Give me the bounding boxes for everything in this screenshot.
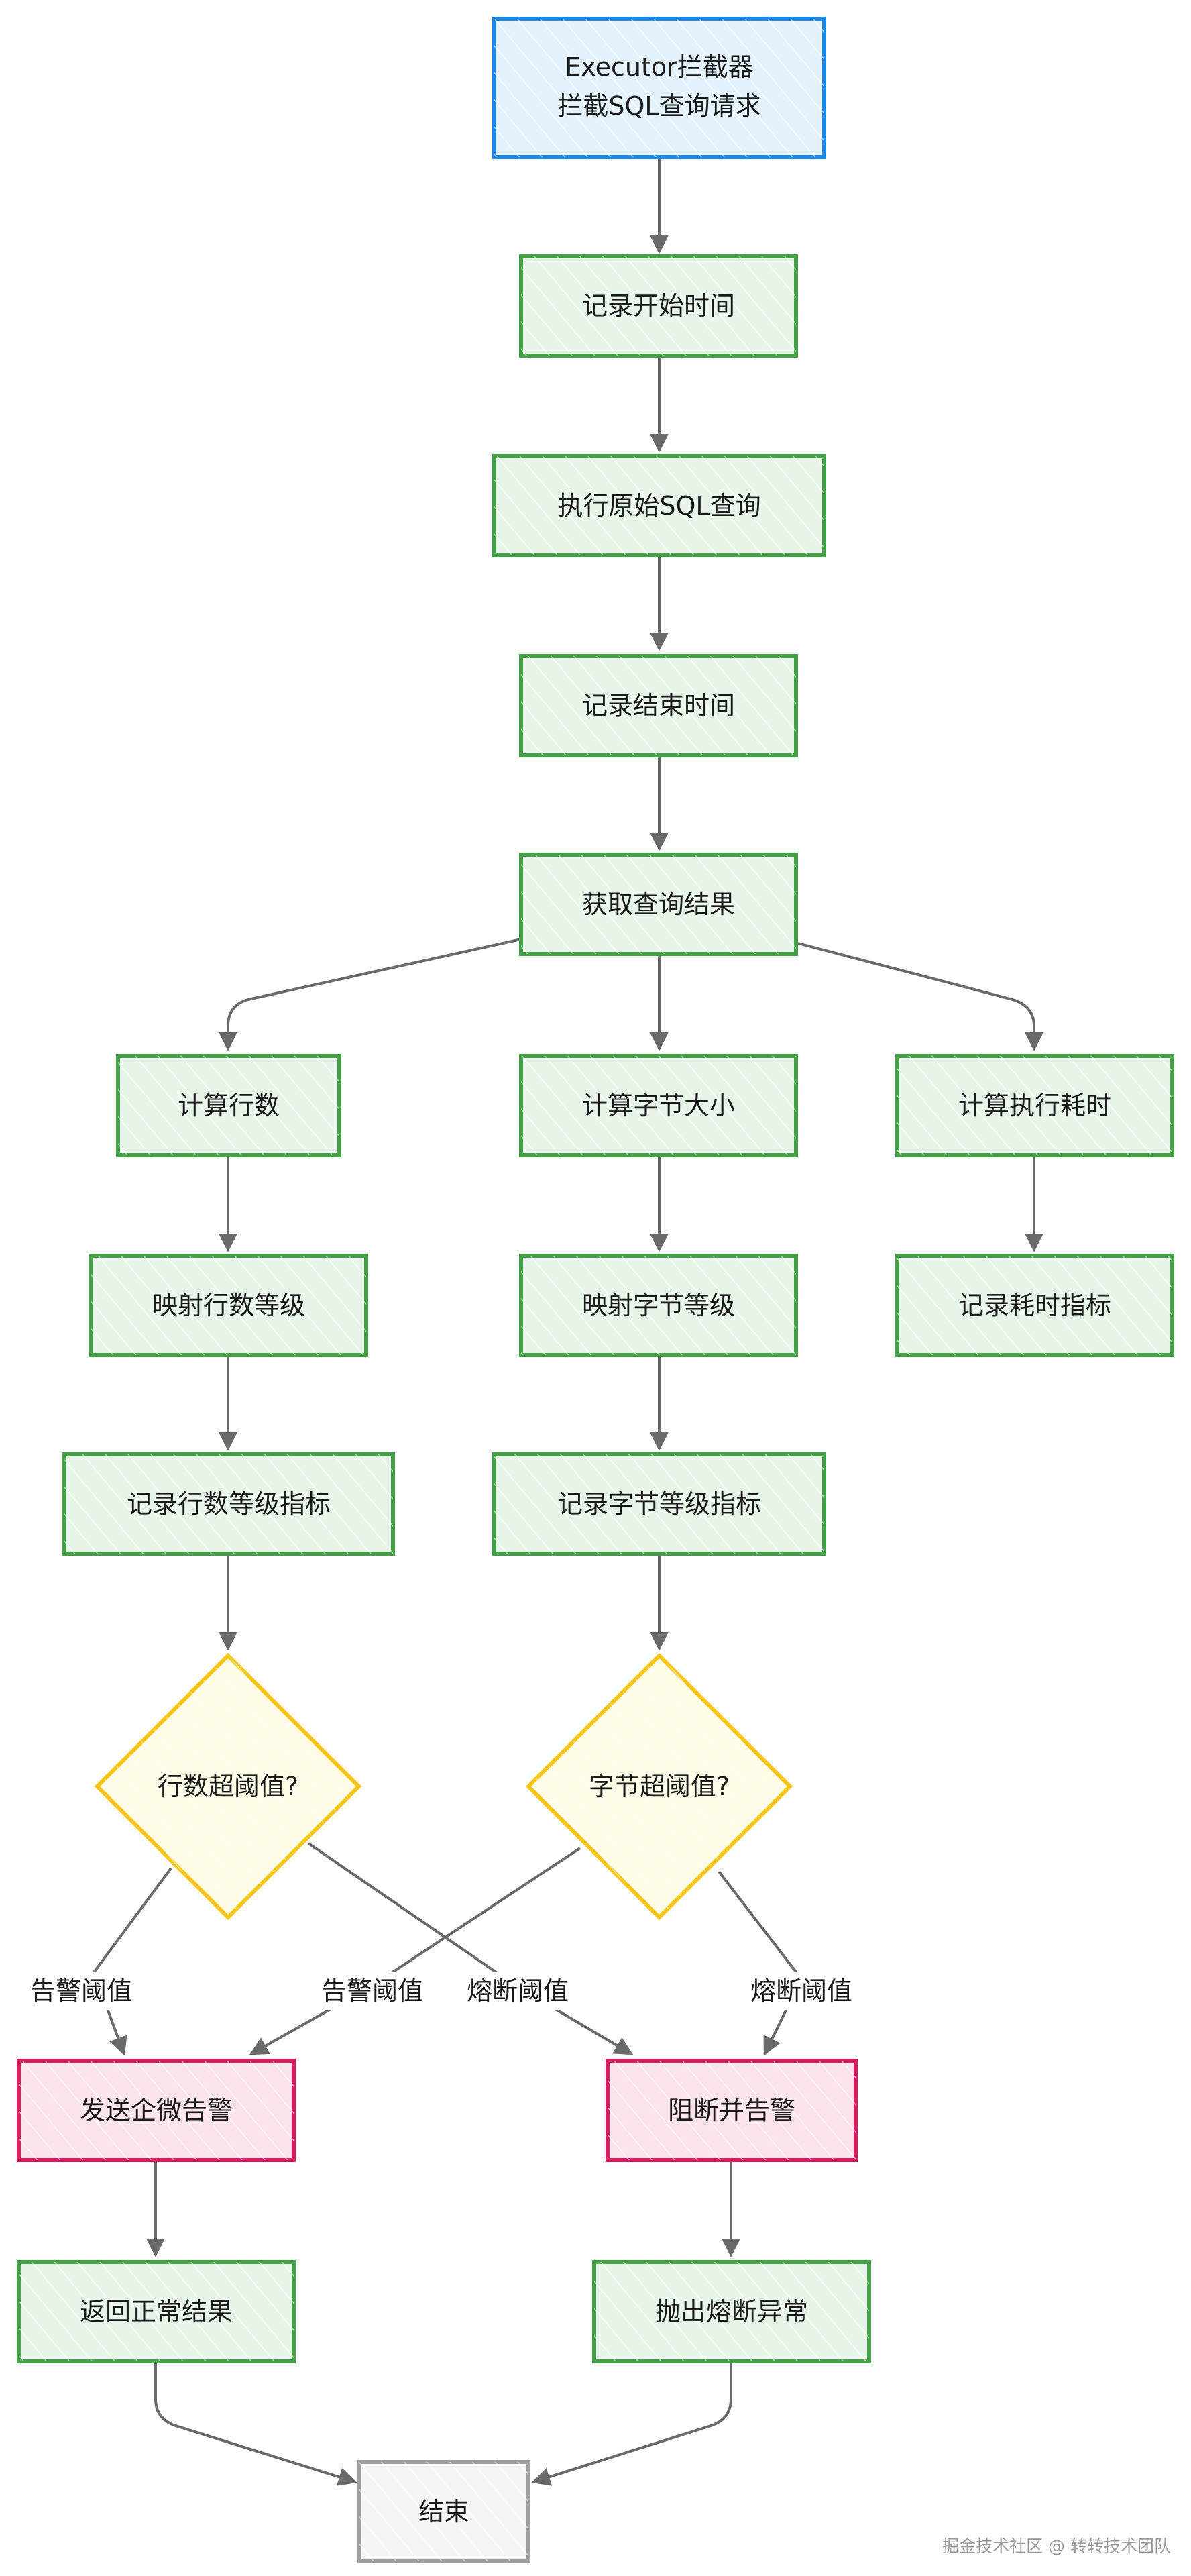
edge-throw-to-end (531, 2363, 732, 2486)
node-send-alert-label: 发送企微告警 (80, 2096, 233, 2125)
edge-label-bytes-warn: 告警阈值 (321, 1976, 423, 2006)
node-map-rows: 映射行数等级 (89, 1254, 368, 1357)
node-block-alert: 阻断并告警 (606, 2059, 858, 2162)
edge-rows-check-warn (92, 1867, 172, 2056)
node-start-line1: Executor拦截器 (565, 52, 753, 82)
label-bg (313, 1972, 432, 2010)
node-calc-bytes-label: 计算字节大小 (582, 1091, 735, 1120)
node-record-end-label: 记录结束时间 (582, 691, 735, 720)
node-record-rows: 记录行数等级指标 (62, 1452, 395, 1556)
node-exec-query-label: 执行原始SQL查询 (557, 491, 760, 521)
decision-bytes-check: 字节超阈值? (525, 1652, 793, 1921)
node-send-alert: 发送企微告警 (17, 2059, 296, 2162)
node-throw-exception: 抛出熔断异常 (592, 2260, 871, 2363)
label-bg (458, 1972, 577, 2010)
node-throw-exception-label: 抛出熔断异常 (655, 2297, 808, 2326)
node-start: Executor拦截器 拦截SQL查询请求 (492, 17, 826, 159)
node-block-alert-label: 阻断并告警 (668, 2096, 795, 2125)
node-record-bytes: 记录字节等级指标 (492, 1452, 826, 1556)
edge-bytes-check-fuse (718, 1870, 803, 2056)
node-end: 结束 (357, 2460, 530, 2563)
node-end-label: 结束 (418, 2497, 469, 2526)
node-record-bytes-label: 记录字节等级指标 (557, 1489, 761, 1519)
node-record-rows-label: 记录行数等级指标 (127, 1489, 331, 1519)
node-record-start-label: 记录开始时间 (582, 291, 735, 321)
watermark: 掘金技术社区 @ 转转技术团队 (942, 2536, 1171, 2556)
decision-bytes-check-label: 字节超阈值? (589, 1772, 730, 1801)
node-exec-query: 执行原始SQL查询 (492, 454, 826, 557)
edge-label-rows-fuse: 熔断阈值 (467, 1976, 569, 2006)
node-calc-time-label: 计算执行耗时 (958, 1091, 1111, 1120)
node-record-end: 记录结束时间 (519, 654, 798, 757)
decision-rows-check-label: 行数超阈值? (158, 1772, 298, 1801)
label-bg (21, 1972, 141, 2010)
node-calc-bytes: 计算字节大小 (519, 1054, 798, 1157)
node-calc-time: 计算执行耗时 (895, 1054, 1174, 1157)
edge-label-rows-warn: 告警阈值 (30, 1976, 132, 2006)
edge-result-to-calc-time (797, 942, 1043, 1051)
node-record-time: 记录耗时指标 (895, 1254, 1174, 1357)
node-calc-rows-label: 计算行数 (178, 1091, 280, 1120)
edge-return-to-end (154, 2363, 357, 2486)
node-return-normal-label: 返回正常结果 (80, 2297, 233, 2326)
edge-bytes-check-warn (249, 1847, 581, 2055)
node-record-time-label: 记录耗时指标 (958, 1291, 1111, 1320)
edge-result-to-calc-rows (219, 938, 522, 1051)
node-calc-rows: 计算行数 (116, 1054, 341, 1157)
edge-rows-check-fuse (307, 1842, 634, 2055)
node-start-line2: 拦截SQL查询请求 (557, 91, 760, 121)
node-record-start: 记录开始时间 (519, 254, 798, 358)
node-get-result: 获取查询结果 (519, 853, 798, 956)
node-return-normal: 返回正常结果 (17, 2260, 296, 2363)
edge-labels: 告警阈值 告警阈值 熔断阈值 熔断阈值 (21, 1972, 861, 2010)
node-map-rows-label: 映射行数等级 (152, 1291, 305, 1320)
label-bg (742, 1972, 861, 2010)
node-get-result-label: 获取查询结果 (582, 890, 735, 919)
edge-label-bytes-fuse: 熔断阈值 (750, 1976, 852, 2006)
decision-rows-check: 行数超阈值? (94, 1652, 362, 1921)
node-map-bytes: 映射字节等级 (519, 1254, 798, 1357)
node-map-bytes-label: 映射字节等级 (582, 1291, 735, 1320)
